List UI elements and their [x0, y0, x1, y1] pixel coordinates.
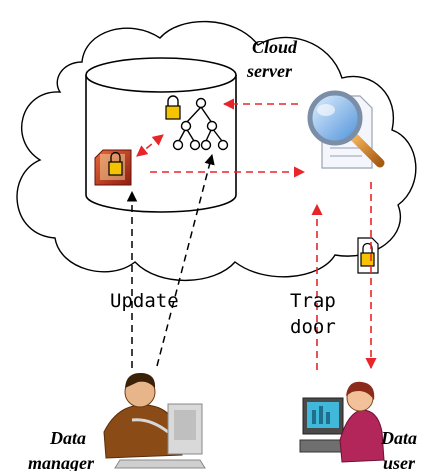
trapdoor-label: Trap	[290, 290, 336, 312]
search-document-icon	[307, 90, 385, 169]
data-user-label: Data	[380, 428, 417, 448]
request-arrows	[136, 98, 377, 370]
data-user-person-icon	[299, 381, 385, 463]
data-user-label-line2: user	[383, 453, 416, 471]
cloud-server-label-line2: server	[246, 61, 293, 81]
update-to-index-arrow	[156, 153, 215, 367]
encrypted-folder-icon	[94, 149, 132, 186]
encrypted-file-icon	[357, 237, 379, 274]
update-label: Update	[110, 290, 179, 312]
data-manager-label-line2: manager	[28, 453, 95, 471]
index-folder-arrow	[136, 134, 164, 157]
data-manager-label: Data	[49, 428, 86, 448]
trapdoor-label-line2: door	[290, 316, 336, 338]
index-tree-icon	[165, 95, 229, 151]
database-cylinder-icon	[85, 57, 237, 213]
data-manager-person-icon	[103, 372, 206, 469]
cloud-server-label: Cloud	[252, 37, 298, 57]
update-arrows	[126, 153, 215, 368]
